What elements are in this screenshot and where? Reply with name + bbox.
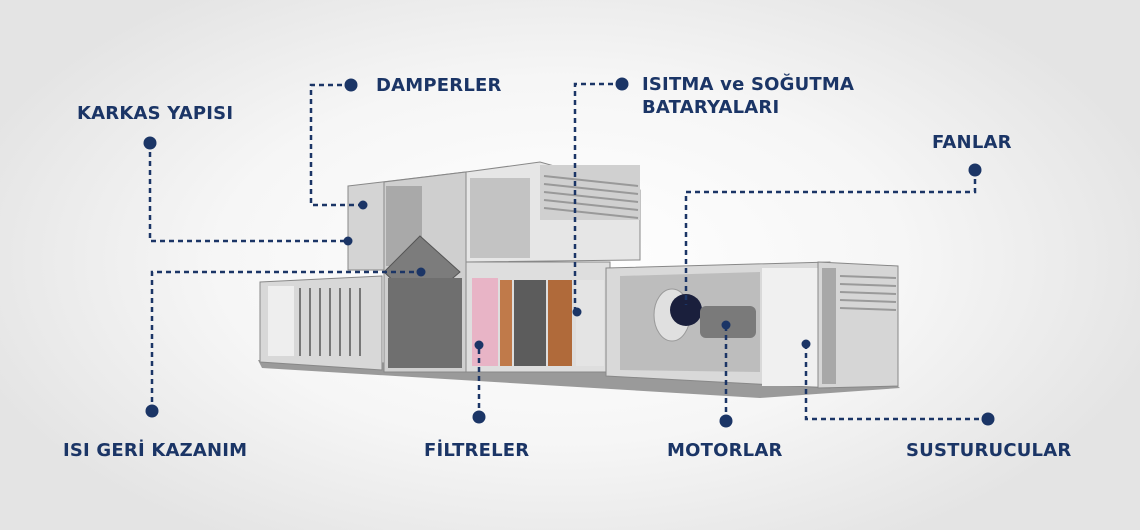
leader-fanlar [684,170,977,305]
label-motorlar: MOTORLAR [667,440,783,461]
leader-damperler [309,83,363,207]
marker-isi-geri-end [416,267,426,277]
leader-isitma [573,82,622,312]
marker-filtreler [472,410,486,424]
label-filtreler: FİLTRELER [424,440,530,461]
label-fanlar: FANLAR [932,132,1012,153]
marker-isi-geri [145,404,159,418]
marker-fanlar [968,163,982,177]
label-isitma-sogutma: ISITMA ve SOĞUTMA BATARYALARI [642,73,854,119]
label-karkas-yapisi: KARKAS YAPISI [77,103,234,124]
marker-filtreler-end [474,340,484,350]
marker-damperler-end [358,200,368,210]
leader-isi-geri [150,270,421,411]
label-susturucular: SUSTURUCULAR [906,440,1072,461]
marker-susturucular-end [801,339,811,349]
marker-motorlar-end [721,320,731,330]
marker-damperler [344,78,358,92]
marker-karkas-end [343,236,353,246]
marker-isitma [615,77,629,91]
label-damperler: DAMPERLER [376,75,502,96]
air-handling-unit-illustration [258,161,900,398]
marker-karkas [143,136,157,150]
leader-karkas [148,143,348,243]
leader-susturucular [804,344,988,421]
label-isi-geri-kazanim: ISI GERİ KAZANIM [63,440,248,461]
marker-susturucular [981,412,995,426]
label-isitma-line1: ISITMA ve SOĞUTMA [642,74,855,95]
label-isitma-line2: BATARYALARI [642,97,780,118]
marker-motorlar [719,414,733,428]
marker-isitma-end [572,307,582,317]
